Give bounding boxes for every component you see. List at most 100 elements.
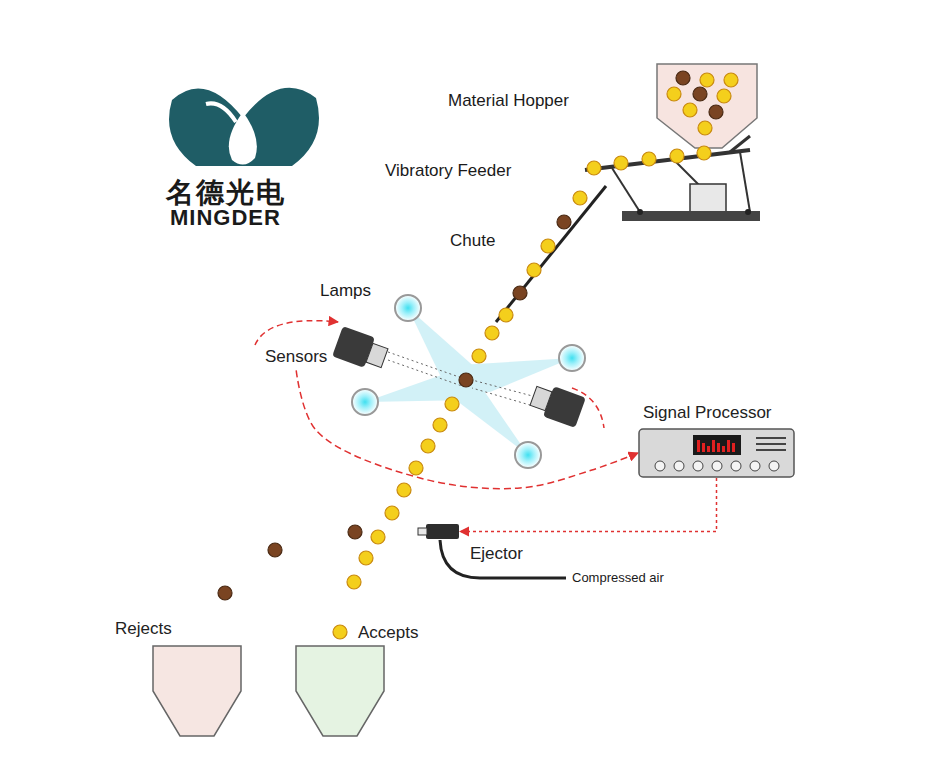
lamp — [515, 442, 541, 468]
light-beam — [440, 368, 528, 455]
part-label: Vibratory Feeder — [385, 161, 511, 181]
rejected-particle — [557, 215, 571, 229]
display-bar — [727, 440, 730, 452]
ejector-nozzle — [418, 528, 427, 535]
hopper — [657, 64, 757, 148]
lamp — [395, 295, 421, 321]
sightline — [388, 352, 462, 378]
part-label: Compressed air — [572, 570, 664, 586]
accepted-particle — [587, 161, 601, 175]
accepted-particle — [698, 121, 712, 135]
ejector-body — [426, 524, 459, 539]
processor-button — [655, 461, 665, 471]
processor-button — [712, 461, 722, 471]
feeder-lip — [730, 136, 750, 152]
accepted-particle — [421, 439, 435, 453]
display-bar — [722, 446, 725, 452]
particles — [191, 71, 738, 669]
rejected-particle — [513, 286, 527, 300]
accepted-particle — [573, 191, 587, 205]
feeder-strut — [612, 168, 640, 212]
accepted-particle — [667, 87, 681, 101]
signal-loop — [572, 388, 604, 428]
chute — [496, 186, 606, 322]
bin-outline — [153, 646, 241, 736]
feeder-pivot — [637, 209, 643, 215]
feeder-strut — [740, 152, 750, 212]
processor-button — [693, 461, 703, 471]
rejected-particle — [348, 525, 362, 539]
accepted-particle — [614, 156, 628, 170]
sensor-sightlines — [388, 352, 540, 408]
display-bar — [702, 443, 705, 452]
display-bar — [732, 443, 735, 452]
sightline — [472, 380, 540, 398]
sightline — [388, 360, 462, 386]
node-label: Accepts — [358, 623, 418, 643]
ejector: Ejector — [418, 523, 460, 540]
accepted-particle — [333, 625, 347, 639]
processor-display — [693, 435, 741, 455]
ejector-shape — [418, 523, 460, 540]
logo-icon — [169, 88, 319, 166]
node-label: Signal Processor — [643, 403, 772, 423]
accepted-particle — [541, 239, 555, 253]
accepted-particle — [359, 551, 373, 565]
logo-name: MINGDER — [170, 205, 281, 231]
part-label: Chute — [450, 231, 495, 251]
processor-housing — [639, 429, 794, 477]
rejected-particle — [676, 71, 690, 85]
vent — [756, 443, 786, 445]
feeder-tray — [585, 150, 750, 170]
rejected-particle — [693, 87, 707, 101]
node-label: Rejects — [115, 619, 172, 639]
camera — [332, 326, 390, 373]
rejected-particle — [218, 586, 232, 600]
camera — [528, 381, 586, 428]
accepted-particle — [472, 349, 486, 363]
rejects-bin-shape — [152, 645, 242, 737]
feeder-pivot — [745, 209, 751, 215]
camera-lens — [530, 386, 552, 410]
feeder-drive — [690, 184, 726, 212]
accepted-particle — [724, 73, 738, 87]
node-label: Ejector — [470, 544, 523, 564]
accepted-particle — [717, 89, 731, 103]
bin-outline — [296, 646, 384, 736]
signal-processor: Signal Processor — [638, 428, 795, 478]
accepted-particle — [445, 397, 459, 411]
accepted-particle — [683, 103, 697, 117]
vent — [756, 449, 786, 451]
accepts-bin: Accepts — [295, 645, 385, 737]
logo-chinese: 名德光电 — [166, 176, 286, 210]
sensor-group: Sensors — [262, 344, 330, 370]
accepted-particle — [485, 326, 499, 340]
display-bar — [717, 443, 720, 452]
rejected-particle — [709, 105, 723, 119]
accepted-particle — [371, 530, 385, 544]
accepted-particle — [385, 506, 399, 520]
feeder-strut — [676, 162, 700, 186]
vent — [756, 437, 786, 439]
lamps — [352, 295, 585, 468]
logo-shape — [169, 88, 319, 166]
processor-button — [769, 461, 779, 471]
logo-swirl — [206, 103, 236, 122]
processor-button — [750, 461, 760, 471]
accepted-particle — [409, 461, 423, 475]
signal-line — [460, 478, 717, 532]
display-bar — [697, 440, 700, 452]
accepted-particle — [433, 418, 447, 432]
display-bar — [707, 446, 710, 452]
accepted-particle — [700, 73, 714, 87]
display-bar — [712, 440, 715, 452]
part-label: Material Hopper — [448, 91, 569, 111]
rejected-particle — [459, 373, 473, 387]
signal-processor-shape — [638, 428, 795, 478]
air-hose — [440, 540, 566, 578]
accepted-particle — [347, 575, 361, 589]
processor-button — [674, 461, 684, 471]
